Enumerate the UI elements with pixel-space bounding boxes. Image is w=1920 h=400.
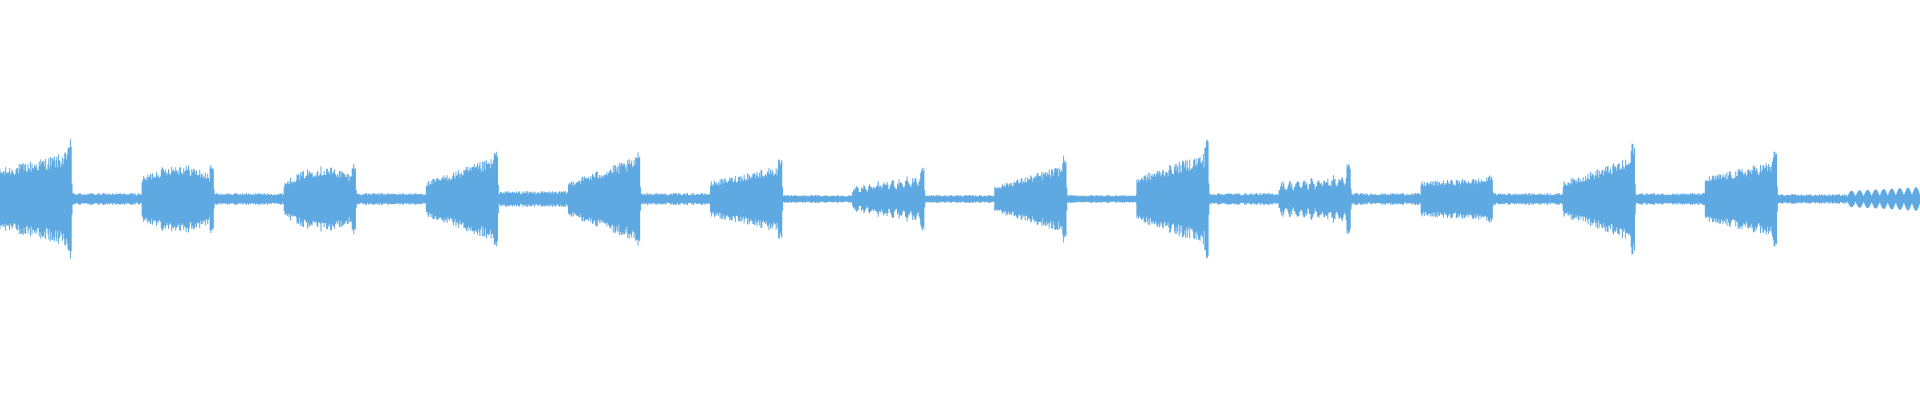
waveform-trace: [498, 191, 569, 207]
waveform-quiet-section: [72, 193, 142, 205]
waveform-note-section: [567, 152, 641, 246]
waveform-trace: [567, 152, 641, 246]
waveform-trace: [425, 151, 499, 247]
waveform-trace: [1562, 143, 1636, 255]
waveform-quiet-section: [1066, 195, 1137, 203]
waveform-note-section: [141, 165, 215, 233]
waveform-trace: [72, 193, 142, 205]
waveform-trace: [1777, 194, 1848, 204]
waveform-quiet-section: [214, 193, 284, 205]
waveform-quiet-section: [1635, 193, 1706, 205]
waveform-trace: [994, 155, 1068, 243]
waveform-quiet-section: [1351, 193, 1421, 205]
waveform-quiet-section: [782, 195, 853, 203]
waveform-trace: [1704, 151, 1778, 247]
waveform-note-section: [1420, 175, 1494, 223]
waveform-trace: [852, 167, 926, 231]
waveform-quiet-section: [1493, 193, 1563, 205]
waveform-trace: [356, 193, 427, 205]
waveform-trace: [141, 165, 215, 233]
waveform-note-section: [852, 167, 926, 231]
waveform-trace: [1493, 193, 1563, 205]
waveform-note-section: [1846, 187, 1920, 211]
waveform-trace: [782, 195, 853, 203]
waveform-trace: [1278, 164, 1352, 234]
waveform-quiet-section: [356, 193, 427, 205]
waveform-note-section: [1704, 151, 1778, 247]
waveform-note-section: [283, 163, 357, 235]
waveform-quiet-section: [1208, 193, 1279, 205]
waveform-quiet-section: [924, 195, 995, 203]
waveform-trace: [0, 139, 73, 259]
waveform-trace: [924, 195, 995, 203]
waveform-note-section: [425, 151, 499, 247]
waveform-note-section: [710, 159, 784, 239]
waveform-note-section: [1278, 164, 1352, 234]
waveform-note-section: [0, 139, 73, 259]
waveform-trace: [214, 193, 284, 205]
waveform-note-section: [1136, 139, 1210, 259]
waveform-note-section: [994, 155, 1068, 243]
waveform-trace: [1635, 193, 1706, 205]
waveform-quiet-section: [640, 193, 711, 205]
waveform-trace: [1136, 139, 1210, 259]
waveform-trace: [1420, 175, 1494, 223]
waveform-trace: [1066, 195, 1137, 203]
waveform-trace: [1351, 193, 1421, 205]
waveform-trace: [710, 159, 784, 239]
waveform-trace: [640, 193, 711, 205]
waveform-trace: [1846, 187, 1920, 211]
waveform-trace: [283, 163, 357, 235]
waveform-quiet-section: [1777, 194, 1848, 204]
waveform-trace: [1208, 193, 1279, 205]
waveform-quiet-section: [498, 191, 569, 207]
waveform-note-section: [1562, 143, 1636, 255]
